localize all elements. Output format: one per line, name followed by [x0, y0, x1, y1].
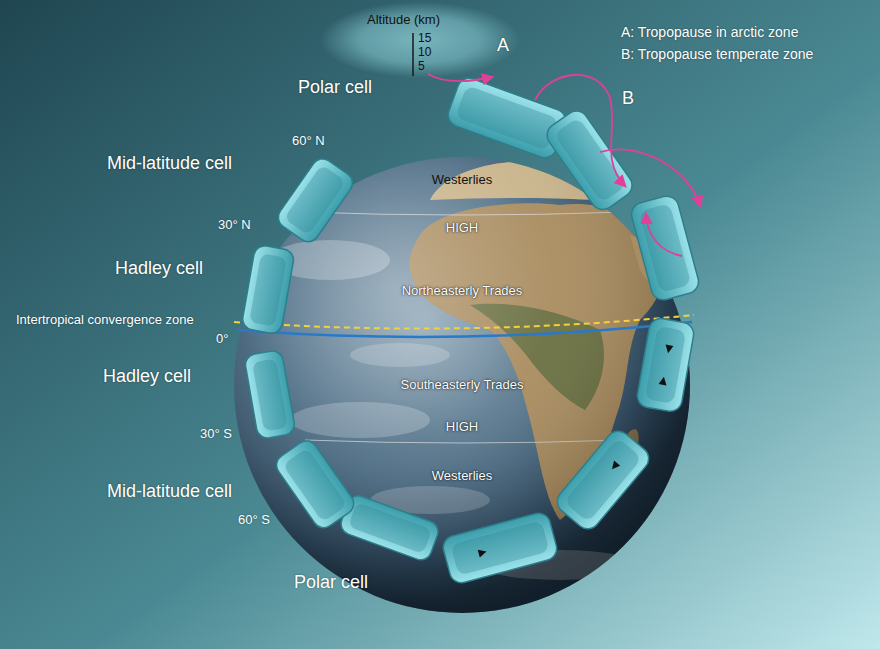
cell-segment	[542, 106, 636, 214]
cell-inner	[348, 502, 432, 554]
cell-inner	[639, 203, 692, 292]
latitude-label: 0°	[216, 331, 228, 347]
circulation-cells	[241, 75, 701, 585]
cell-segment	[272, 437, 358, 532]
cell-segment	[441, 511, 560, 586]
cell-label: Hadley cell	[115, 258, 203, 280]
cell-label: Hadley cell	[103, 366, 191, 388]
cell-inner	[645, 326, 686, 404]
cell-inner	[450, 520, 549, 575]
altitude-scale	[412, 33, 414, 76]
cell-segment	[629, 193, 701, 302]
latitude-label: 60° S	[238, 512, 270, 528]
cell-inner	[252, 358, 288, 431]
cell-inner	[554, 117, 627, 203]
cell-inner	[284, 164, 346, 235]
tropopause-arrow	[428, 74, 492, 81]
cell-shell	[542, 106, 636, 214]
tropopause-arrow	[646, 214, 682, 256]
cell-inner	[249, 253, 287, 326]
tick-label: 5	[418, 59, 425, 73]
latitude-label: 60° N	[292, 133, 325, 149]
latitude-label: 30° S	[200, 426, 232, 442]
tropopause-arrow	[535, 75, 625, 186]
tropopause-arrows	[428, 74, 700, 256]
flow-arrow	[609, 461, 620, 472]
cell-label: Polar cell	[298, 77, 372, 99]
tropopause-arrow	[600, 149, 700, 206]
background-glow	[320, 2, 520, 78]
tick-label: 15	[418, 31, 431, 45]
cell-segment	[244, 349, 296, 439]
wind-label: Westerlies	[432, 172, 492, 188]
flow-arrow	[659, 376, 668, 385]
tick-label: 10	[418, 45, 431, 59]
equator-line	[238, 322, 692, 337]
latitude-label: 30° N	[218, 217, 251, 233]
axis-title: Altitude (km)	[367, 12, 440, 28]
key-note: A: Tropopause in arctic zone	[621, 24, 798, 41]
cell-segment	[274, 155, 357, 246]
cell-segment	[445, 75, 569, 161]
itcz-line	[234, 315, 694, 329]
pressure-label: HIGH	[446, 419, 479, 435]
cell-label: Mid-latitude cell	[107, 481, 232, 503]
pressure-label: HIGH	[446, 220, 479, 236]
wind-label: Southeasterly Trades	[401, 377, 524, 393]
flow-arrow	[478, 548, 488, 558]
cell-segment	[636, 317, 696, 413]
cell-shell	[241, 244, 295, 335]
cell-inner	[455, 85, 559, 150]
key-note: B: Tropopause temperate zone	[621, 46, 813, 63]
cell-shell	[445, 75, 569, 161]
globe	[234, 157, 690, 613]
cell-label: Polar cell	[294, 572, 368, 594]
cell-segment	[241, 244, 295, 335]
globe-shading	[234, 157, 690, 613]
cell-shell	[636, 317, 696, 413]
cell-inner	[564, 438, 643, 523]
cell-shell	[552, 426, 653, 533]
cell-segment	[552, 426, 653, 533]
cell-shell	[274, 155, 357, 246]
wind-label: Northeasterly Trades	[402, 283, 523, 299]
cell-shell	[244, 349, 296, 439]
cell-shell	[441, 511, 560, 586]
wind-label: Westerlies	[432, 468, 492, 484]
cell-shell	[629, 193, 701, 302]
marker-letter: A	[497, 35, 509, 57]
cell-shell	[272, 437, 358, 532]
flow-arrow	[664, 345, 673, 354]
cell-label: Mid-latitude cell	[107, 153, 232, 175]
cell-inner	[283, 448, 348, 523]
zone-label: Intertropical convergence zone	[16, 312, 194, 328]
marker-letter: B	[622, 88, 634, 110]
